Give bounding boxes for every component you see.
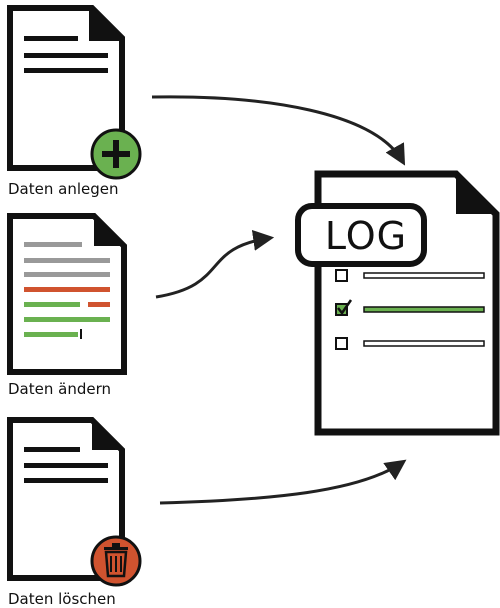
text-line [24, 53, 108, 58]
label-edit-data: Daten ändern [8, 380, 111, 398]
text-line [24, 272, 110, 277]
text-line [24, 242, 82, 247]
log-badge [295, 203, 427, 267]
added-line [24, 332, 78, 337]
document-create [7, 5, 125, 171]
label-create-data: Daten anlegen [8, 180, 119, 198]
checklist-line [363, 272, 485, 279]
deleted-line [24, 287, 110, 292]
text-line [24, 258, 110, 263]
checklist-line [363, 340, 485, 347]
log-title: LOG [324, 214, 408, 258]
trash-icon [90, 535, 142, 587]
checkbox-checked [335, 303, 348, 316]
checkbox [335, 337, 348, 350]
arrow-delete [159, 459, 407, 505]
added-line [24, 317, 110, 322]
arrow-create [151, 95, 406, 166]
checkbox [335, 269, 348, 282]
document-delete [7, 417, 125, 581]
text-line [24, 463, 108, 468]
text-line [24, 36, 78, 41]
plus-icon [90, 128, 142, 180]
document-edit [7, 213, 127, 375]
arrow-edit [155, 229, 275, 299]
deleted-line [88, 302, 110, 307]
checklist-line-done [363, 306, 485, 313]
added-line [24, 302, 80, 307]
label-delete-data: Daten löschen [8, 590, 116, 608]
checklist [335, 269, 485, 350]
text-line [24, 68, 108, 73]
text-cursor [80, 329, 82, 339]
text-line [24, 447, 80, 452]
checkmark-icon [337, 299, 353, 316]
text-line [24, 478, 108, 483]
